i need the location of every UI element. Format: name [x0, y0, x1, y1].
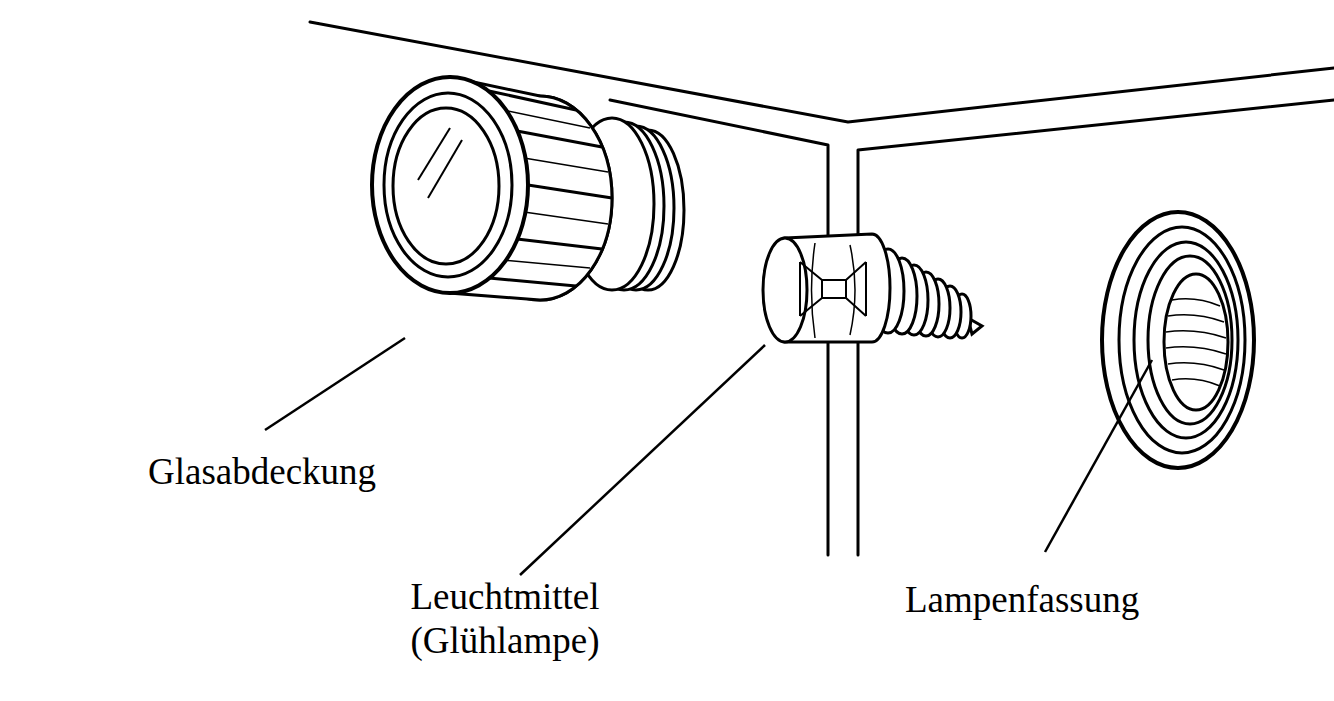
glass-cover — [372, 77, 684, 300]
leader-line — [520, 345, 765, 575]
cabinet-edge — [858, 100, 1334, 555]
leader-line — [1045, 360, 1152, 552]
part-label: Glasabdeckung — [148, 450, 448, 494]
light-bulb — [763, 234, 982, 342]
part-label: Lampenfassung — [905, 578, 1205, 622]
part-label: Leuchtmittel (Glühlampe) — [375, 575, 635, 663]
leader-line — [265, 338, 405, 430]
lamp-socket — [1102, 212, 1254, 468]
